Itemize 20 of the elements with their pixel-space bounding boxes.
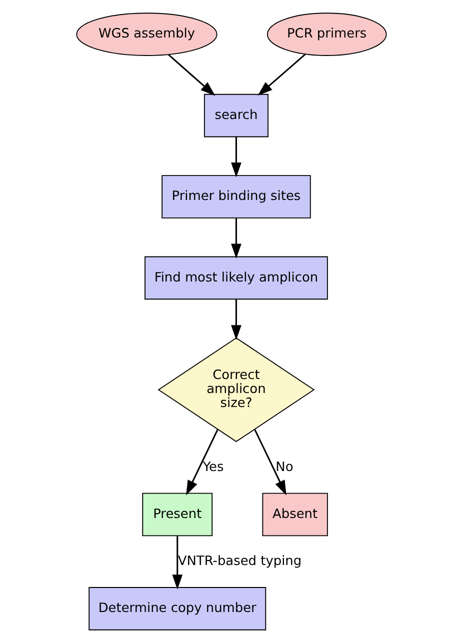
- node-box: Primer binding sites: [162, 175, 311, 218]
- node-box: Find most likely amplicon: [144, 256, 328, 300]
- arrow: [231, 137, 242, 178]
- node-diamond: Correct amplicon size?: [158, 337, 315, 442]
- edge-label: VNTR-based typing: [178, 554, 302, 569]
- node-box: Absent: [262, 492, 328, 536]
- arrow: [186, 429, 218, 496]
- edge-label: No: [276, 460, 294, 475]
- edge-label: Yes: [202, 460, 224, 475]
- node-box: Present: [142, 492, 213, 536]
- arrow: [258, 54, 306, 96]
- node-box: Determine copy number: [88, 587, 266, 630]
- node-box: search: [204, 94, 268, 138]
- arrow: [172, 536, 183, 590]
- arrow: [254, 429, 286, 496]
- node-ellipse: WGS assembly: [76, 12, 218, 56]
- arrow: [231, 218, 242, 259]
- arrow: [231, 299, 242, 340]
- arrow: [168, 54, 216, 96]
- node-ellipse: PCR primers: [266, 12, 387, 56]
